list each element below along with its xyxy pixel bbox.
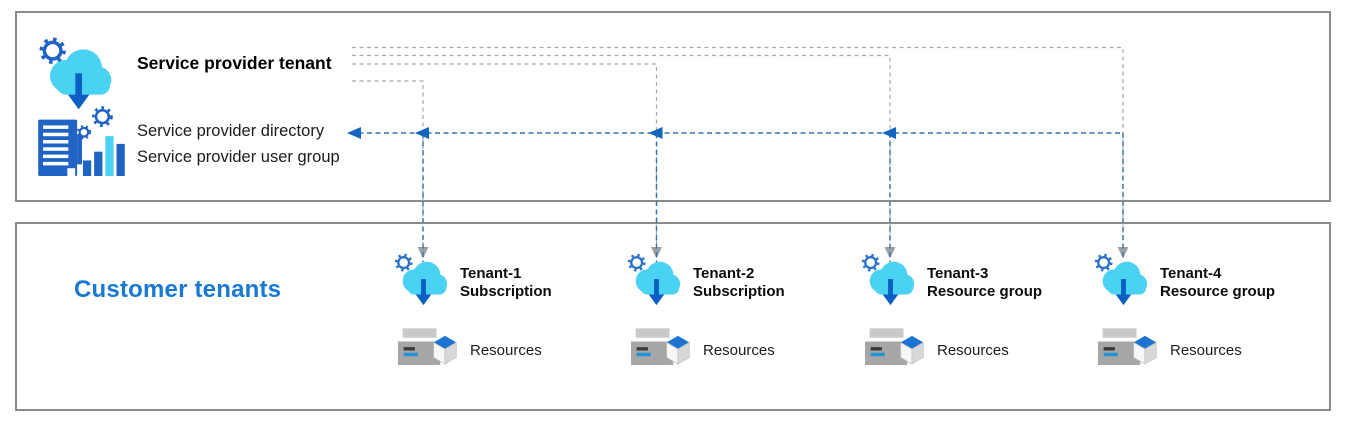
tenant-name: Tenant-1 <box>460 265 522 282</box>
cloud-shape <box>50 49 112 95</box>
customer-tenants-box <box>15 222 1331 411</box>
resources-icon <box>631 328 693 370</box>
cloud-shape <box>1102 261 1148 295</box>
cube-icon <box>433 335 457 365</box>
service-provider-directory-label: Service provider directory <box>137 122 325 140</box>
resources-icon <box>865 328 927 370</box>
tenant-scope: Resource group <box>927 283 1043 300</box>
customer-tenants-title: Customer tenants <box>74 276 282 303</box>
tenant-cloud-icon <box>394 252 452 310</box>
tenant-name: Tenant-2 <box>693 265 755 282</box>
download-arrow-icon <box>1115 279 1132 306</box>
tenant-column-1: Tenant-1 Subscription Resources <box>394 250 629 380</box>
cube-icon <box>666 335 690 365</box>
gear-icon <box>1094 253 1113 272</box>
tenant-cloud-icon <box>861 252 919 310</box>
service-provider-title: Service provider tenant <box>137 53 332 73</box>
resources-label: Resources <box>937 342 1009 359</box>
resources-icon <box>398 328 460 370</box>
cloud-shape <box>402 261 448 295</box>
gear-icon <box>861 253 880 272</box>
download-arrow-icon <box>882 279 899 306</box>
service-provider-cloud-icon <box>38 36 118 116</box>
cube-icon <box>1133 335 1157 365</box>
barchart-icon <box>82 136 125 176</box>
directory-icon <box>36 104 126 176</box>
cube-icon <box>900 335 924 365</box>
resources-label: Resources <box>470 342 542 359</box>
gears-icon <box>76 106 113 140</box>
tenant-label: Tenant-3 Resource group <box>927 265 1042 301</box>
service-provider-box <box>15 11 1331 202</box>
tenant-scope: Subscription <box>460 283 552 300</box>
resources-icon <box>1098 328 1160 370</box>
download-arrow-icon <box>415 279 432 306</box>
tenant-name: Tenant-3 <box>927 265 989 282</box>
tenant-cloud-icon <box>1094 252 1152 310</box>
resources-label: Resources <box>1170 342 1242 359</box>
tenant-label: Tenant-1 Subscription <box>460 265 552 301</box>
gear-icon <box>627 253 646 272</box>
cloud-shape <box>869 261 915 295</box>
tenant-cloud-icon <box>627 252 685 310</box>
tenant-name: Tenant-4 <box>1160 265 1222 282</box>
gear-icon <box>394 253 413 272</box>
download-arrow-icon <box>68 73 90 110</box>
tenant-scope: Resource group <box>1160 283 1276 300</box>
tenant-label: Tenant-4 Resource group <box>1160 265 1275 301</box>
tenant-label: Tenant-2 Subscription <box>693 265 785 301</box>
cloud-shape <box>635 261 681 295</box>
service-provider-user-group-label: Service provider user group <box>137 148 340 166</box>
tenant-column-4: Tenant-4 Resource group Resources <box>1094 250 1329 380</box>
download-arrow-icon <box>648 279 665 306</box>
tenant-scope: Subscription <box>693 283 785 300</box>
building-icon <box>38 119 82 176</box>
resources-label: Resources <box>703 342 775 359</box>
tenant-column-3: Tenant-3 Resource group Resources <box>861 250 1096 380</box>
tenant-column-2: Tenant-2 Subscription Resources <box>627 250 862 380</box>
gear-icon <box>39 37 66 64</box>
